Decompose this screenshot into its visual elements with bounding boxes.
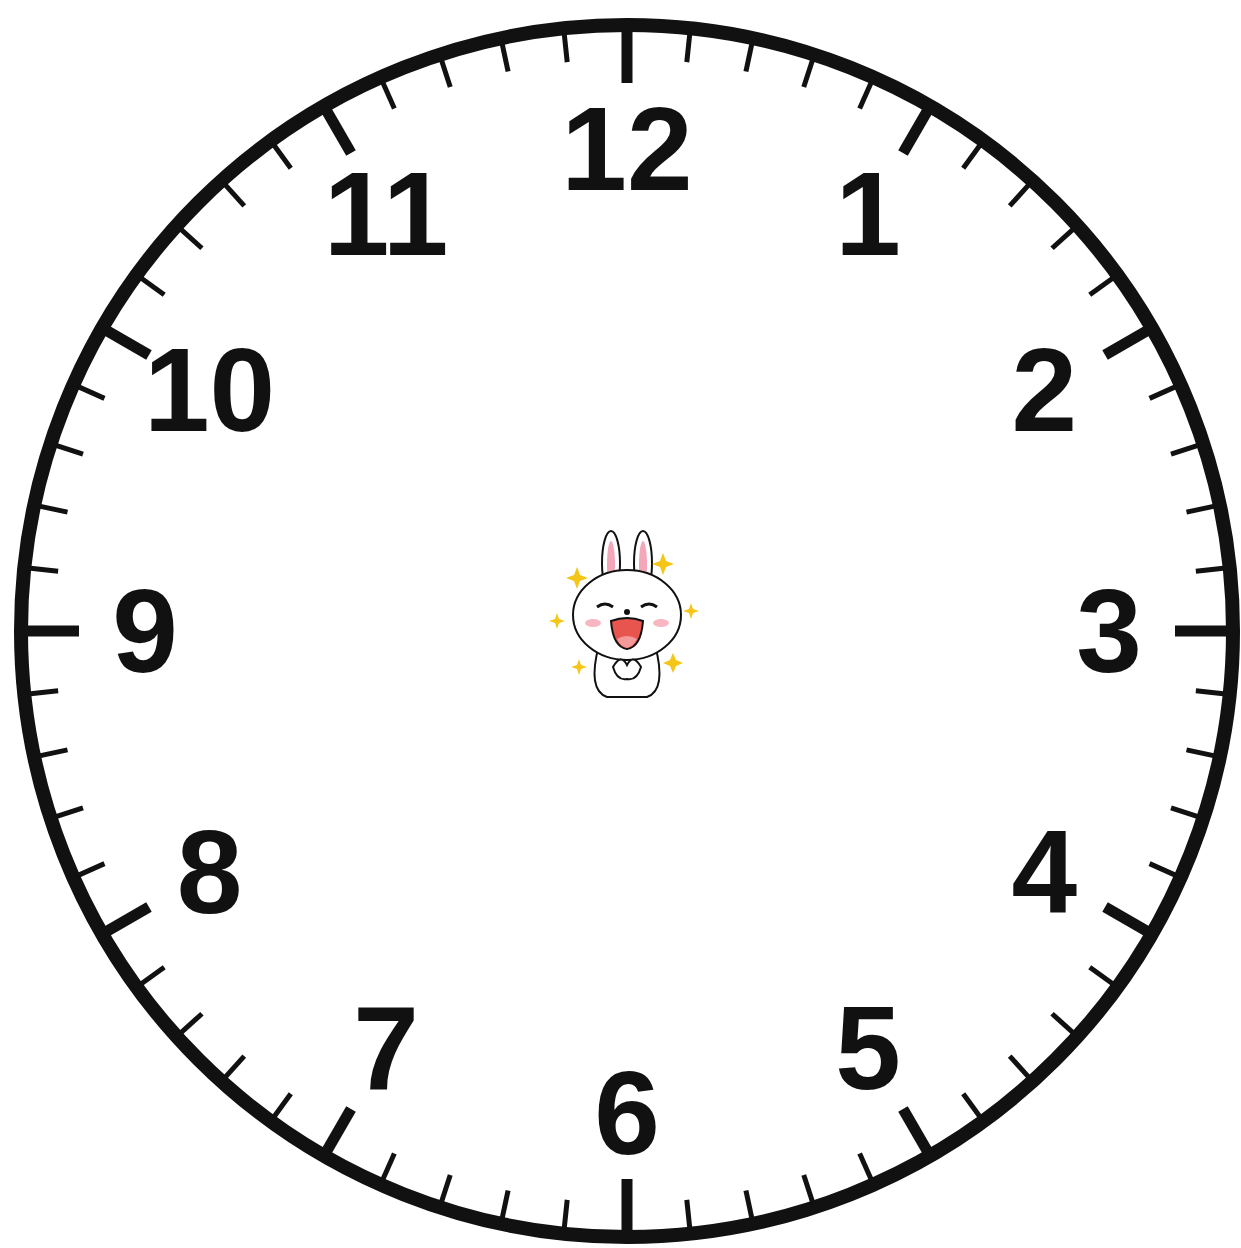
minute-tick <box>180 1014 202 1034</box>
minute-tick <box>38 750 67 756</box>
minute-tick <box>963 144 981 168</box>
minute-tick <box>28 568 58 571</box>
clock-rim <box>21 25 1233 1237</box>
minute-tick <box>1052 1014 1074 1034</box>
minute-tick <box>1090 277 1114 295</box>
minute-tick <box>140 967 164 985</box>
hour-tick <box>903 110 928 153</box>
hour-tick <box>622 29 633 83</box>
minute-tick <box>860 1154 872 1181</box>
minute-tick <box>746 42 752 71</box>
minute-tick <box>804 58 813 87</box>
minute-tick <box>1171 445 1200 454</box>
minute-tick <box>804 1175 813 1204</box>
minute-tick <box>77 386 104 398</box>
minute-tick <box>860 81 872 108</box>
hour-number: 9 <box>112 572 178 690</box>
minute-tick <box>224 184 244 206</box>
hour-number: 1 <box>835 155 901 273</box>
minute-tick <box>687 32 690 62</box>
minute-tick <box>502 42 508 71</box>
minute-tick <box>1187 506 1216 512</box>
minute-tick <box>54 808 83 817</box>
minute-tick <box>77 864 104 876</box>
minute-tick <box>28 691 58 694</box>
tick-marks <box>25 29 1229 1233</box>
hour-tick <box>326 110 351 153</box>
minute-tick <box>502 1191 508 1220</box>
minute-tick <box>273 1094 291 1118</box>
minute-tick <box>963 1094 981 1118</box>
minute-tick <box>224 1056 244 1078</box>
minute-tick <box>1052 228 1074 248</box>
hour-number: 5 <box>835 989 901 1107</box>
minute-tick <box>1010 184 1030 206</box>
hour-tick <box>1105 330 1148 355</box>
minute-tick <box>441 1175 450 1204</box>
hour-number: 11 <box>324 155 449 273</box>
minute-tick <box>1196 568 1226 571</box>
minute-tick <box>1010 1056 1030 1078</box>
hour-tick <box>1175 626 1229 637</box>
minute-tick <box>687 1200 690 1230</box>
minute-tick <box>140 277 164 295</box>
minute-tick <box>441 58 450 87</box>
minute-tick <box>1171 808 1200 817</box>
hour-number: 8 <box>177 813 243 931</box>
hour-number: 12 <box>561 90 692 208</box>
minute-tick <box>54 445 83 454</box>
minute-tick <box>1150 386 1177 398</box>
minute-tick <box>382 81 394 108</box>
minute-tick <box>273 144 291 168</box>
minute-tick <box>382 1154 394 1181</box>
hour-number: 2 <box>1012 331 1078 449</box>
hour-tick <box>1105 907 1148 932</box>
hour-tick <box>903 1109 928 1152</box>
bunny-icon <box>549 531 699 697</box>
minute-tick <box>564 32 567 62</box>
hour-number: 4 <box>1012 813 1078 931</box>
hour-tick <box>622 1179 633 1233</box>
hour-tick <box>25 626 79 637</box>
hour-number: 7 <box>353 989 419 1107</box>
hour-tick <box>106 907 149 932</box>
minute-tick <box>1150 864 1177 876</box>
minute-tick <box>564 1200 567 1230</box>
hour-number: 3 <box>1076 572 1142 690</box>
minute-tick <box>1090 967 1114 985</box>
hour-number: 6 <box>594 1054 660 1172</box>
minute-tick <box>1187 750 1216 756</box>
hour-tick <box>326 1109 351 1152</box>
minute-tick <box>1196 691 1226 694</box>
minute-tick <box>746 1191 752 1220</box>
hour-number: 10 <box>144 331 275 449</box>
minute-tick <box>38 506 67 512</box>
minute-tick <box>180 228 202 248</box>
hour-tick <box>106 330 149 355</box>
